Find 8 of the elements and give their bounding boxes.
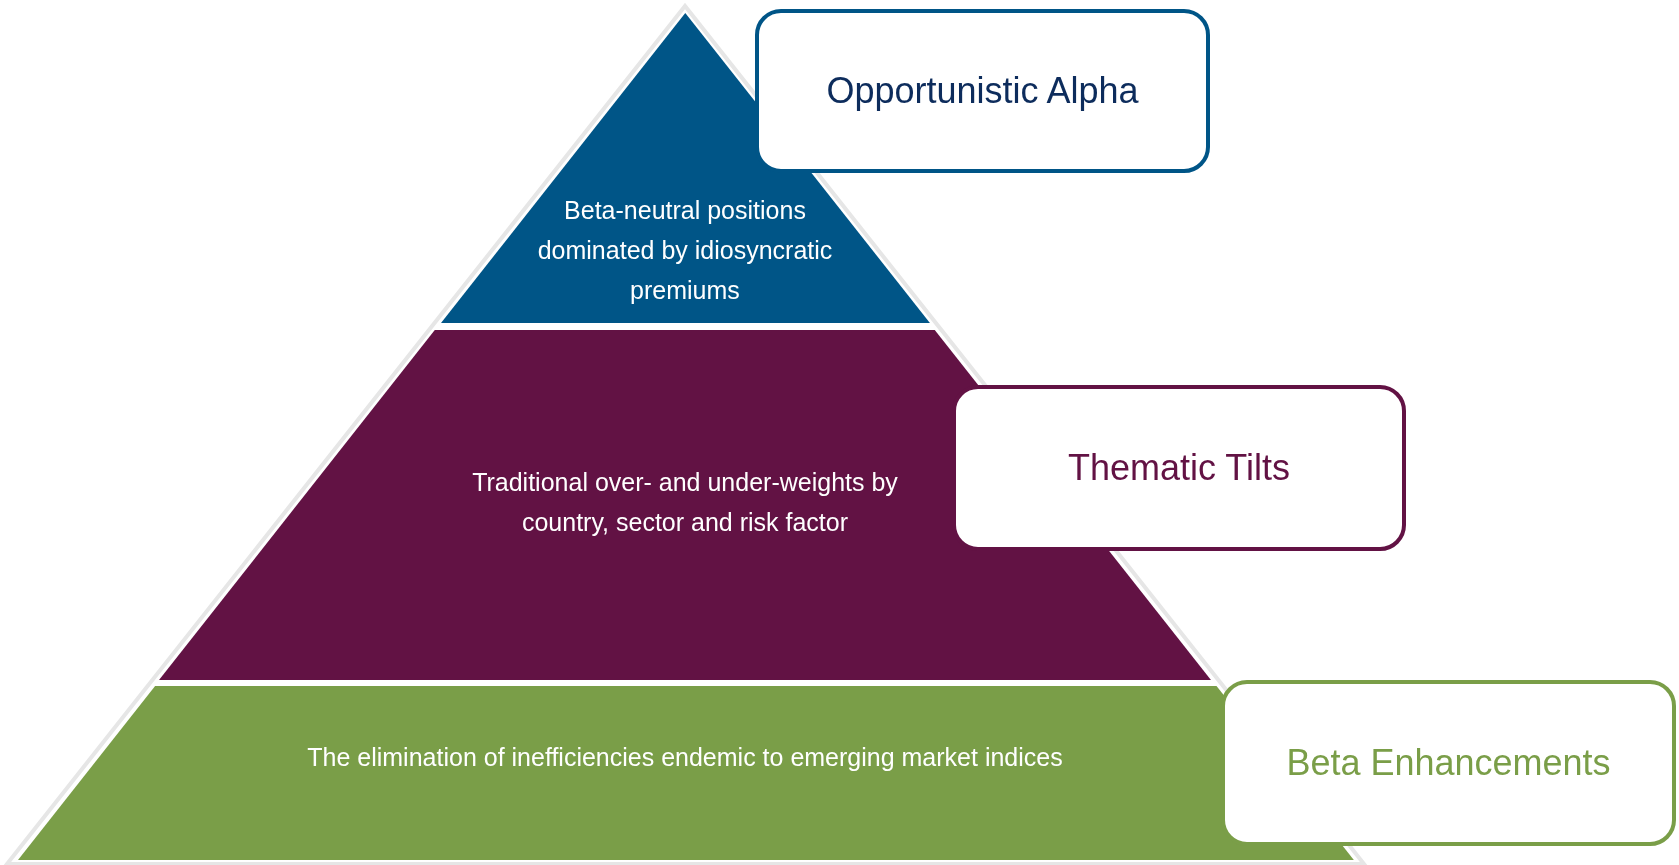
tier-title: Thematic Tilts (1067, 447, 1290, 489)
tier-title: Opportunistic Alpha (826, 70, 1139, 112)
tier-description: Beta-neutral positions dominated by idiosyncratic premiums (536, 195, 834, 306)
callout-box (1221, 680, 1676, 846)
tier-description: Traditional over- and under-weights by country, sector and risk factor (471, 467, 899, 538)
callout-box (755, 9, 1210, 173)
tier-description: The elimination of inefficiencies endemic to emerging market indices (306, 742, 1064, 772)
tier-title: Beta Enhancements (1286, 742, 1611, 784)
